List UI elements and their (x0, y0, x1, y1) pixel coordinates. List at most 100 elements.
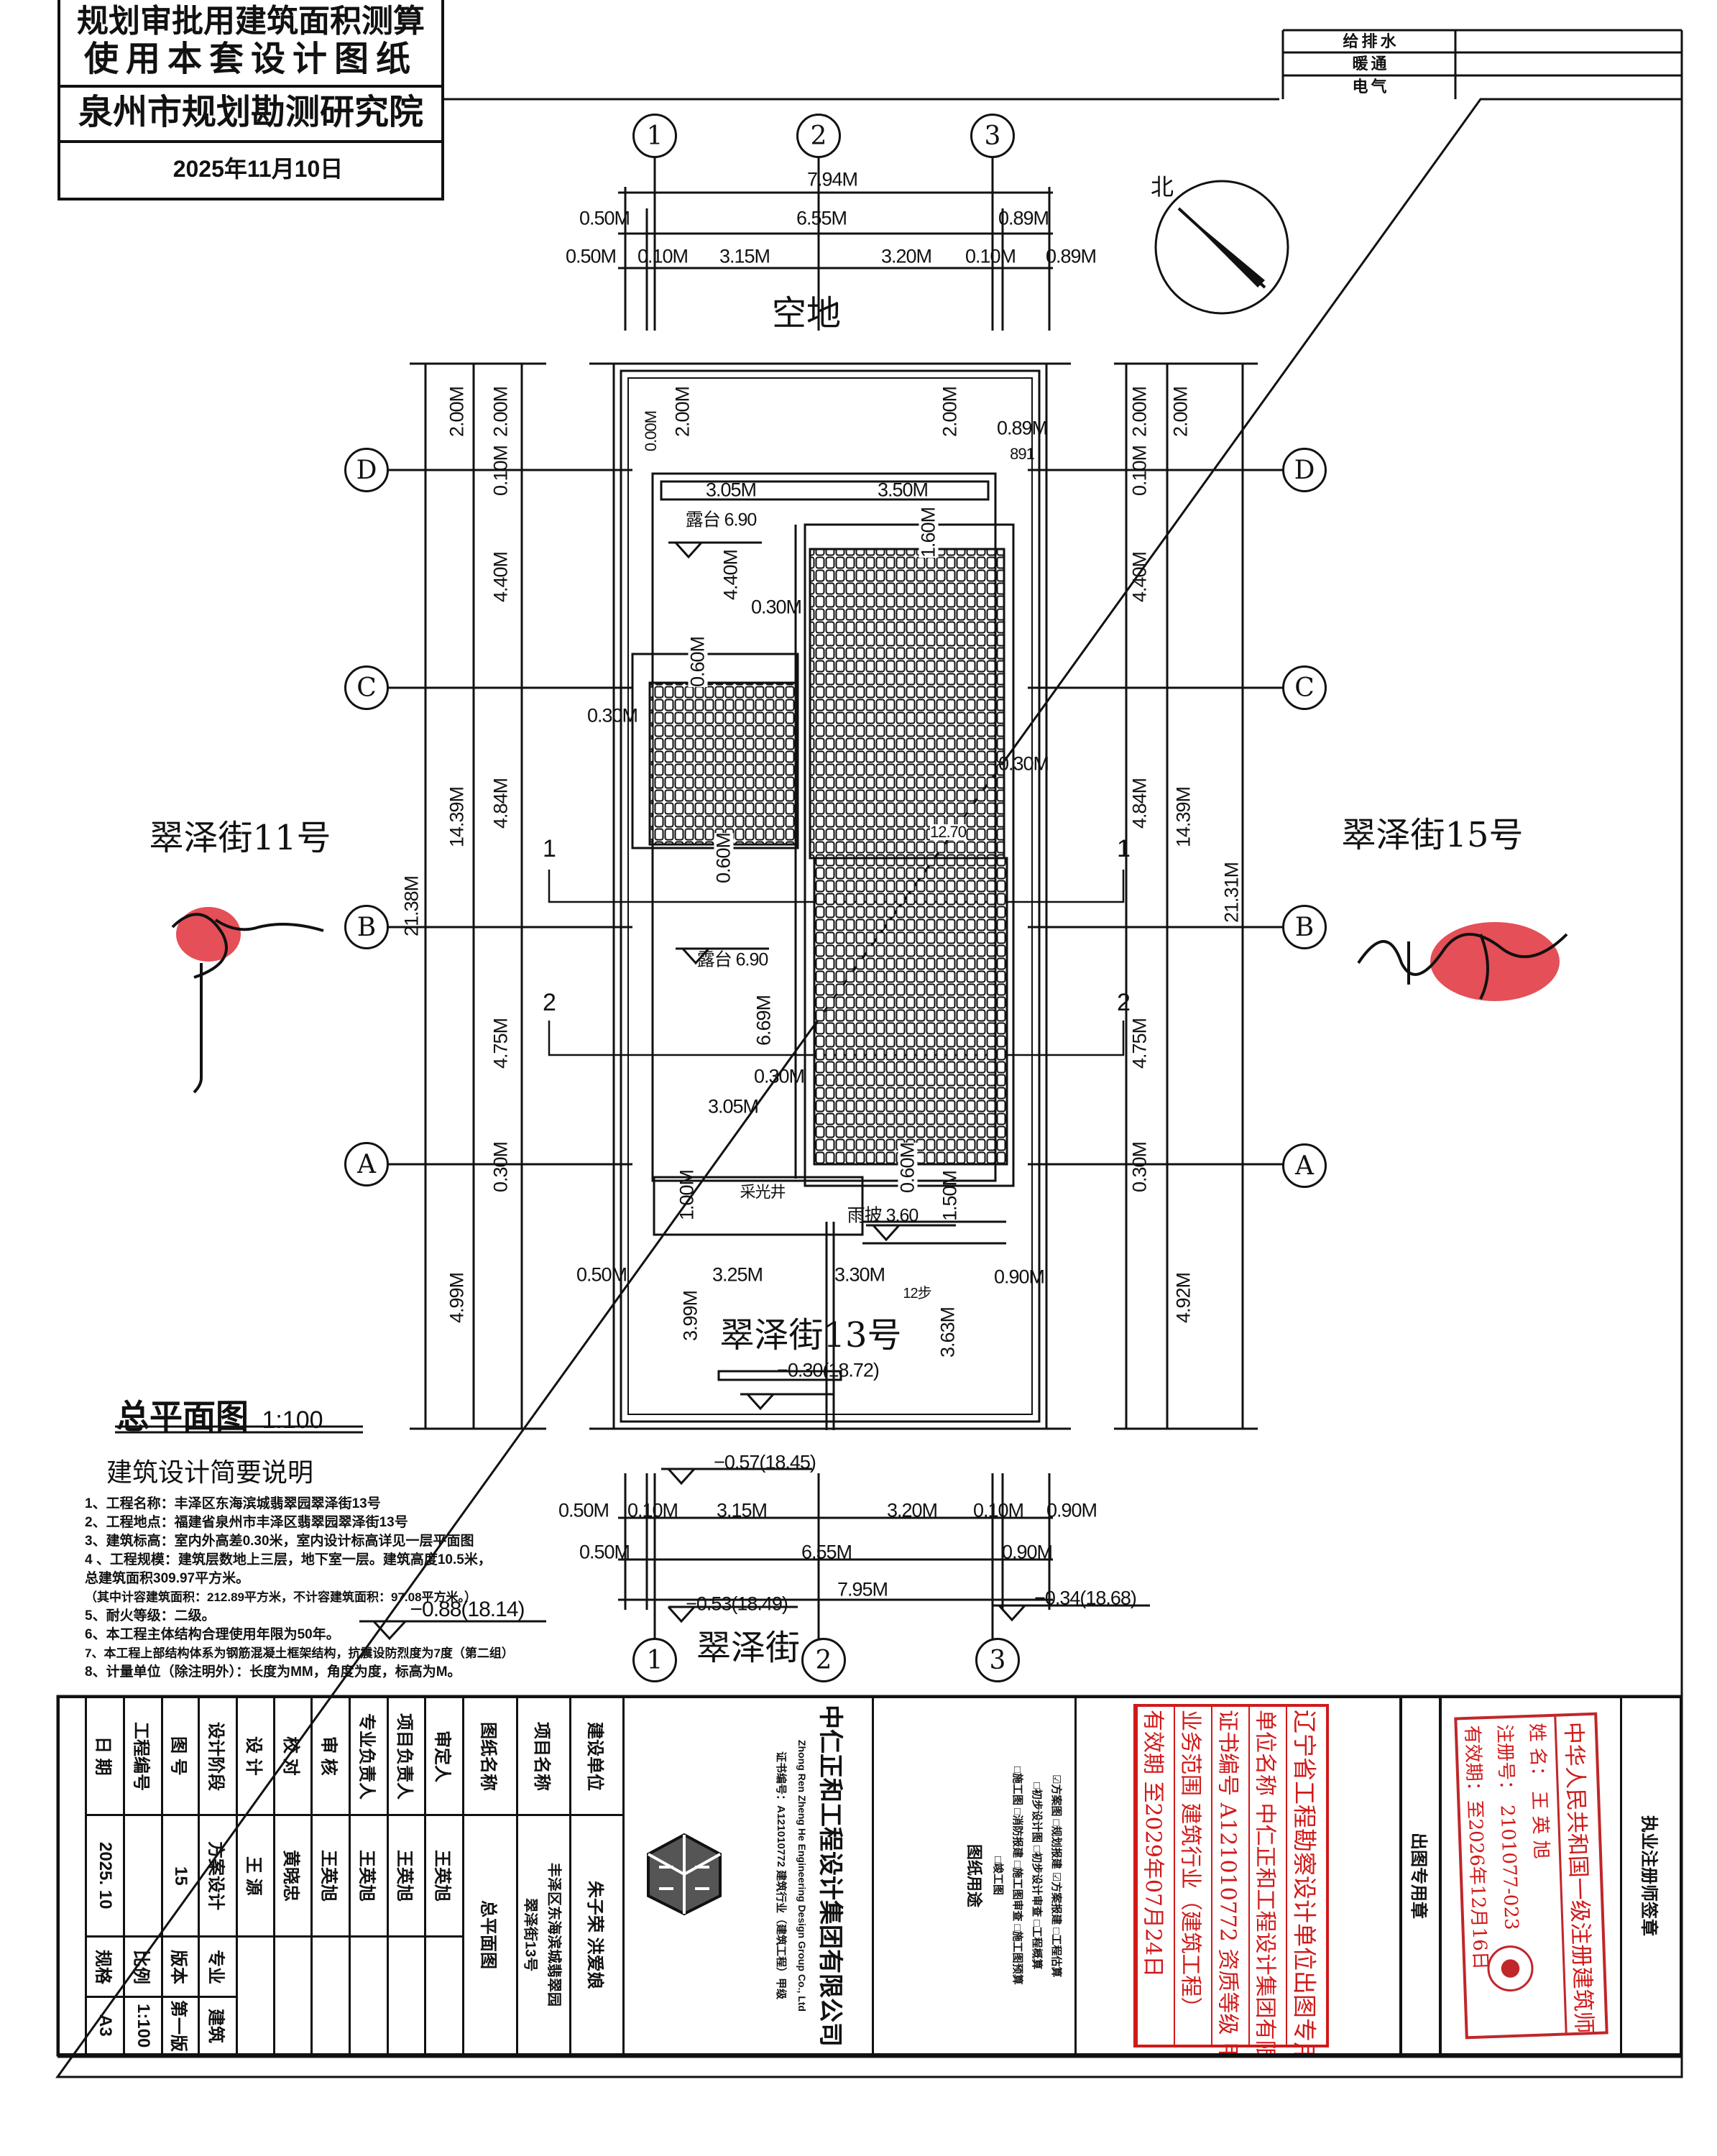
note-item: 3、建筑标高：室内外高差0.30米，室内设计标高详见一层平面图 (85, 1534, 474, 1549)
title-block-label: 审 核 (310, 1696, 351, 1816)
roof-tile-hatch-upper (809, 548, 1005, 860)
dim-label: 1.60M (917, 507, 939, 558)
axis-bubble-A-left: A (344, 1142, 389, 1187)
dim-label: 0.89M (998, 207, 1049, 229)
axis-bubble-B-left: B (344, 905, 389, 949)
site-label: 翠泽街13号 (719, 1315, 902, 1355)
elevation-label: −0.57(18.45) (714, 1451, 816, 1473)
design-seal-line: 证书编号 A121010772 资质等级 甲级 (1210, 1707, 1248, 2053)
design-seal-title: 辽宁省工程勘察设计单位出图专用章 (1285, 1707, 1326, 2053)
discipline-hvac: 暖 通 (1352, 55, 1386, 73)
title-block-value-text: 方案设计 (206, 1841, 226, 1910)
title-block-label-text: 项目负责人 (395, 1713, 414, 1800)
section-mark-2-right: 2 (1117, 989, 1131, 1016)
title-block-sub-label: 版本 (161, 1935, 200, 1998)
steps-label: 12步 (903, 1286, 931, 1302)
dim-label: 891 (1010, 445, 1035, 463)
architect-seal-cell: 中华人民共和国一级注册建筑师姓 名： 王 英 旭注册号： 2101077-023… (1440, 1696, 1622, 2055)
client-value: 朱子荣 洪爱娘 (569, 1814, 625, 2055)
drawing-name-value-text: 总平面图 (478, 1900, 498, 1969)
title-block-value-text: 王英旭 (318, 1850, 339, 1902)
dim-label: 0.30M (586, 704, 638, 727)
dim-label: 21.31M (1220, 862, 1243, 923)
dim-label: 0.10M (965, 245, 1016, 267)
north-arrow-circle (1154, 180, 1289, 315)
dim-label: 3.15M (719, 245, 770, 267)
dim-label: 14.39M (446, 786, 468, 848)
dim-label: 3.20M (880, 245, 932, 267)
dim-overall-bottom: 7.95M (837, 1578, 888, 1600)
drawing-name-value: 总平面图 (462, 1814, 518, 2055)
title-block-sub-label: 比例 (123, 1935, 163, 1998)
axis-bubble-A-right: A (1282, 1143, 1327, 1188)
title-block-side-strip (57, 1696, 87, 2055)
street-label: 翠泽街 (696, 1628, 801, 1668)
title-block-sub-label-text: 比例 (131, 1949, 151, 1984)
signature-cell (387, 1935, 426, 2055)
note-item: 1、工程名称：丰泽区东海滨城翡翠园翠泽街13号 (85, 1496, 381, 1511)
axis-bubble-C-left: C (344, 665, 389, 710)
neighbor-right-label: 翠泽街15号 (1341, 815, 1524, 855)
title-block-label-text: 设计阶段 (206, 1721, 226, 1791)
title-block-label: 审定人 (424, 1696, 464, 1816)
signature-cell (349, 1935, 389, 2055)
dim-label: 4.40M (1128, 551, 1151, 603)
signature-cell (424, 1935, 464, 2055)
signature-cell (310, 1935, 351, 2055)
dim-label: 4.99M (446, 1272, 468, 1324)
note-item: 2、工程地点：福建省泉州市丰泽区翡翠园翠泽街13号 (85, 1515, 408, 1530)
dim-label: 0.00M (642, 410, 660, 452)
title-block-value-text: 王英旭 (432, 1850, 452, 1902)
dim-label: 4.40M (719, 549, 742, 601)
axis-bubble-2: 2 (796, 114, 841, 158)
title-block-sub-value: A3 (85, 1996, 125, 2055)
dim-label: 0.30M (998, 752, 1049, 775)
title-block-label-text: 校 对 (281, 1736, 300, 1776)
title-block-value: 王英旭 (349, 1814, 389, 1938)
title-block-sub-value-text: 第一版 (168, 1999, 188, 2052)
drawing-title-text: 总平面图 (116, 1397, 249, 1436)
stamp-line-2: 使用本套设计图纸 (83, 39, 418, 79)
neighbor-signature-left (171, 907, 324, 1094)
dim-label: 2.00M (489, 386, 512, 438)
title-block-value-text: 2025. 10 (96, 1842, 115, 1909)
usage-label: 图纸用途 (965, 1843, 983, 1907)
dim-label: 1.00M (676, 1169, 698, 1221)
title-block-value-text: 王英旭 (356, 1850, 377, 1902)
company-company-en: Zhong Ren Zheng He Engineering Design Gr… (796, 1740, 808, 2012)
dim-label: 4.92M (1172, 1272, 1194, 1324)
dim-label: 6.55M (796, 207, 847, 229)
axis-bubble-1: 1 (632, 114, 677, 158)
terrace-elevation-2: 露台 6.90 (696, 949, 769, 970)
title-block-sub-value: 建筑 (198, 1996, 238, 2055)
usage-checkbox-row: □初步设计图 □初步设计审查 □工程概算 (1031, 1782, 1043, 1970)
axis-bubble-2-bottom: 2 (801, 1638, 846, 1682)
dim-label: 6.69M (752, 995, 775, 1046)
elevation-label: −0.34(18.68) (1034, 1587, 1137, 1609)
project-name-value: 丰泽区东海滨城翡翠园翠泽街13号 (516, 1814, 571, 2055)
elevation-label: −0.53(18.49) (686, 1593, 788, 1615)
dim-label: 3.63M (936, 1307, 959, 1358)
title-block-value (123, 1814, 163, 1938)
title-block-label: 工程编号 (123, 1696, 163, 1816)
title-block-sub-value-text: 1:100 (134, 2003, 153, 2048)
axis-bubble-B-right: B (1282, 905, 1327, 949)
note-item: 8、计量单位（除注明外）：长度为MM，角度为度，标高为M。 (85, 1664, 461, 1680)
site-elevation: −0.30(18.72) (777, 1359, 880, 1381)
dim-label: 3.05M (705, 479, 757, 501)
dim-label: 0.30M (753, 1065, 805, 1087)
title-block-label-text: 日 期 (93, 1736, 113, 1776)
company-logo-icon (645, 1831, 724, 1921)
elevation-label: −0.88(18.14) (410, 1598, 525, 1621)
title-block-sub-label-text: 版本 (168, 1949, 188, 1984)
project-name-line: 丰泽区东海滨城翡翠园 (546, 1863, 562, 2007)
note-item: 总建筑面积309.97平方米。 (85, 1571, 250, 1586)
dim-label: 4.40M (489, 551, 512, 603)
north-label: 北 (1150, 173, 1174, 201)
title-block-label: 项目负责人 (387, 1696, 426, 1816)
dim-label: 2.00M (671, 386, 694, 438)
dim-label: 0.90M (1046, 1499, 1097, 1521)
lightwell-label: 采光井 (740, 1183, 786, 1201)
section-mark-1-right: 1 (1117, 835, 1131, 862)
